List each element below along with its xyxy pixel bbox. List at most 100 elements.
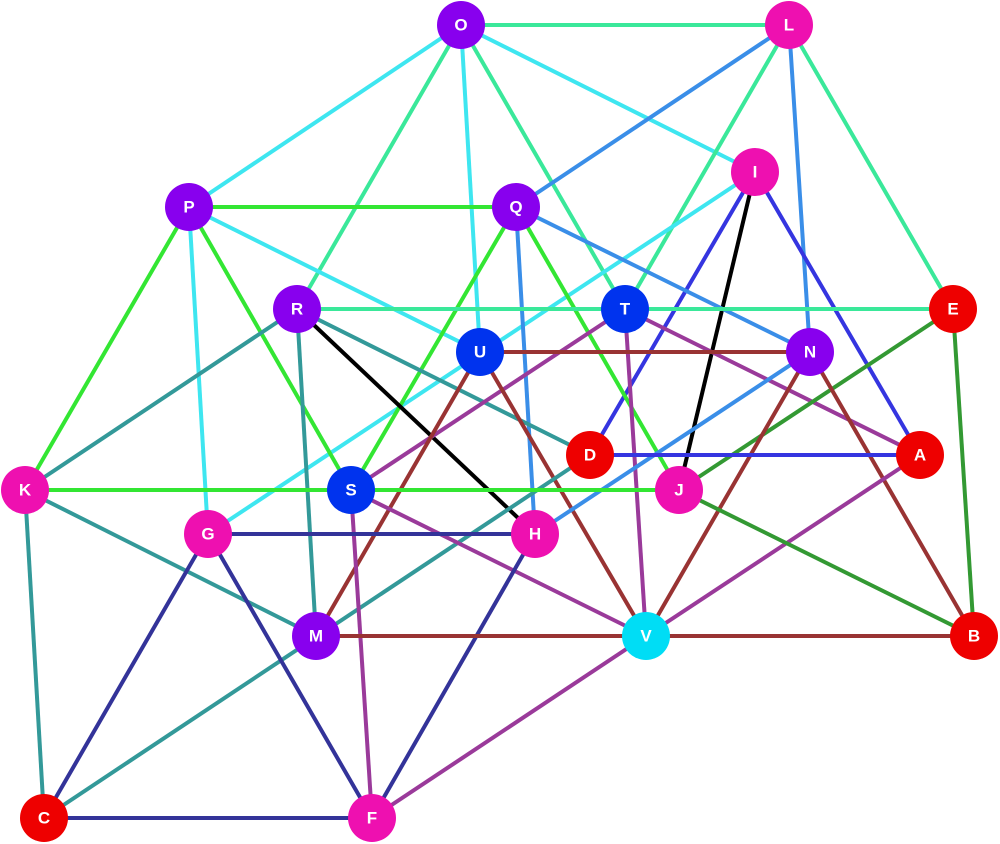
node-o: O <box>437 1 485 49</box>
node-circle-h <box>511 510 559 558</box>
node-d: D <box>566 431 614 479</box>
edge-t-a <box>624 307 921 457</box>
edge-i-d <box>588 170 757 457</box>
node-circle-l <box>765 1 813 49</box>
edge-t-s <box>349 307 627 492</box>
node-circle-n <box>786 328 834 376</box>
edge-o-t <box>459 23 627 311</box>
edge-v-f <box>370 634 648 820</box>
edge-r-d <box>296 307 591 457</box>
node-j: J <box>655 466 703 514</box>
edge-o-p <box>187 23 463 209</box>
node-circle-m <box>292 612 340 660</box>
node-label-n: N <box>804 343 816 362</box>
node-label-g: G <box>201 525 214 544</box>
node-label-q: Q <box>509 198 522 217</box>
node-label-e: E <box>947 300 958 319</box>
node-label-l: L <box>784 16 794 35</box>
node-i: I <box>731 148 779 196</box>
edge-k-c <box>23 489 46 819</box>
edge-p-s <box>187 206 353 491</box>
node-circle-j <box>655 466 703 514</box>
node-circle-g <box>184 510 232 558</box>
edge-o-u <box>459 24 482 353</box>
edge-n-b <box>808 350 976 638</box>
node-h: H <box>511 510 559 558</box>
node-label-r: R <box>291 300 303 319</box>
edge-t-v <box>623 308 648 637</box>
node-s: S <box>327 466 375 514</box>
node-circle-q <box>492 183 540 231</box>
edge-o-r <box>295 23 463 311</box>
edge-r-h <box>295 307 537 536</box>
node-f: F <box>348 794 396 842</box>
node-label-o: O <box>454 16 467 35</box>
node-c: C <box>20 794 68 842</box>
node-p: P <box>165 183 213 231</box>
node-a: A <box>896 431 944 479</box>
node-circle-f <box>348 794 396 842</box>
edge-l-q <box>514 23 791 209</box>
edge-r-k <box>23 307 299 492</box>
node-circle-r <box>273 285 321 333</box>
node-l: L <box>765 1 813 49</box>
node-label-v: V <box>640 627 652 646</box>
node-label-a: A <box>914 446 926 465</box>
edge-q-h <box>514 206 537 535</box>
edge-p-k <box>23 205 191 492</box>
node-label-b: B <box>968 627 980 646</box>
edge-u-m <box>314 350 482 638</box>
edge-r-m <box>295 308 318 637</box>
node-m: M <box>292 612 340 660</box>
edge-n-v <box>644 350 812 638</box>
edge-g-f <box>206 532 374 820</box>
edge-q-j <box>514 206 681 491</box>
node-b: B <box>950 612 998 660</box>
node-n: N <box>786 328 834 376</box>
node-circle-i <box>731 148 779 196</box>
edge-e-j <box>677 307 955 492</box>
node-label-d: D <box>584 446 596 465</box>
edge-e-b <box>951 308 976 637</box>
node-circle-b <box>950 612 998 660</box>
node-label-c: C <box>38 809 50 828</box>
node-q: Q <box>492 183 540 231</box>
edge-l-t <box>623 23 791 311</box>
edge-g-c <box>42 532 210 820</box>
edge-o-i <box>460 23 756 174</box>
edge-j-b <box>678 488 975 638</box>
node-label-s: S <box>345 481 356 500</box>
node-label-f: F <box>367 809 377 828</box>
edge-p-g <box>187 206 210 535</box>
edge-layer <box>23 23 976 820</box>
node-label-h: H <box>529 525 541 544</box>
node-e: E <box>929 285 977 333</box>
node-t: T <box>601 285 649 333</box>
node-label-u: U <box>474 343 486 362</box>
node-circle-k <box>1 466 49 514</box>
node-circle-v <box>622 612 670 660</box>
edge-i-a <box>753 170 922 457</box>
node-label-t: T <box>620 300 631 319</box>
edge-i-j <box>677 171 757 491</box>
edge-s-f <box>349 489 374 819</box>
node-label-k: K <box>19 481 32 500</box>
edge-n-h <box>533 350 812 536</box>
node-label-j: J <box>674 481 683 500</box>
edge-q-s <box>349 205 518 492</box>
node-circle-e <box>929 285 977 333</box>
node-circle-t <box>601 285 649 333</box>
node-label-m: M <box>309 627 323 646</box>
node-g: G <box>184 510 232 558</box>
node-circle-u <box>456 328 504 376</box>
node-circle-o <box>437 1 485 49</box>
edge-s-v <box>350 488 647 638</box>
node-u: U <box>456 328 504 376</box>
edge-l-e <box>787 23 955 311</box>
edge-p-u <box>188 205 481 354</box>
node-k: K <box>1 466 49 514</box>
node-label-i: I <box>753 163 758 182</box>
node-circle-s <box>327 466 375 514</box>
